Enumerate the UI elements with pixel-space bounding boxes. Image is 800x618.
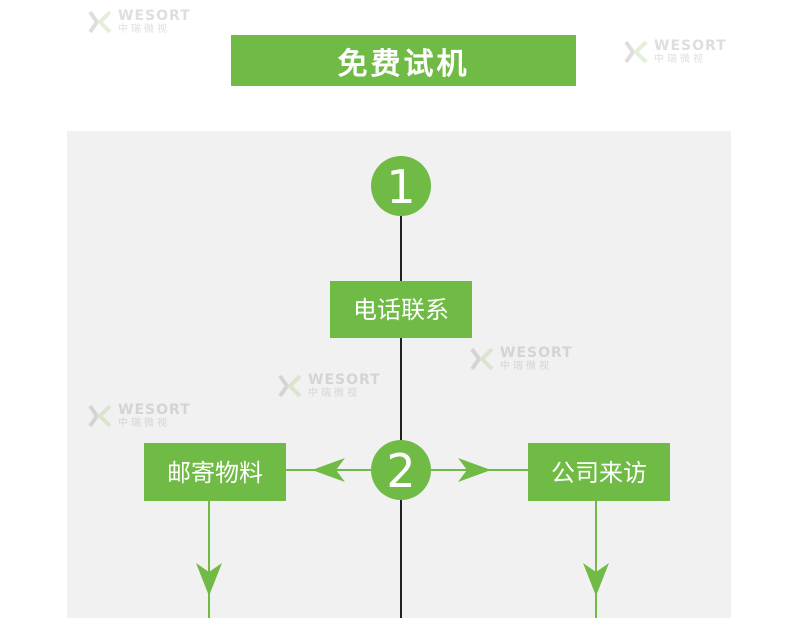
- page-title: 免费试机: [231, 35, 576, 86]
- step-1-circle: [371, 156, 431, 216]
- step-1-number: 1: [386, 160, 415, 214]
- wesort-logo-icon: [470, 347, 494, 371]
- watermark-logo: WESORT 中瑞微视: [622, 38, 727, 66]
- watermark-brand: WESORT: [308, 372, 381, 388]
- watermark-cn: 中瑞微视: [654, 54, 706, 65]
- watermark-cn: 中瑞微视: [308, 388, 360, 399]
- mail-down-arrow-icon: [196, 563, 222, 596]
- watermark-cn: 中瑞微视: [118, 24, 170, 35]
- wesort-logo-icon: [88, 404, 112, 428]
- watermark-logo: WESORT 中瑞微视: [276, 372, 381, 400]
- left-arrow-icon: [312, 458, 345, 482]
- node-visit-label: 公司来访: [551, 459, 647, 487]
- wesort-logo-icon: [88, 10, 112, 34]
- watermark-logo: WESORT 中瑞微视: [86, 8, 191, 36]
- node-mail-label: 邮寄物料: [167, 459, 263, 487]
- wesort-logo-icon: [278, 374, 302, 398]
- watermark-cn: 中瑞微视: [500, 361, 552, 372]
- watermark-brand: WESORT: [654, 38, 727, 54]
- step-2-circle: [371, 440, 431, 500]
- node-company-visit: [528, 443, 670, 501]
- right-arrow-icon: [458, 458, 491, 482]
- watermark-cn: 中瑞微视: [118, 418, 170, 429]
- visit-down-arrow-icon: [583, 563, 609, 596]
- watermark-brand: WESORT: [118, 402, 191, 418]
- watermark-brand: WESORT: [500, 345, 573, 361]
- step-2-number: 2: [386, 444, 415, 498]
- node-phone-label: 电话联系: [353, 296, 449, 324]
- node-phone-contact: [330, 281, 472, 338]
- watermark-logo: WESORT 中瑞微视: [468, 345, 573, 373]
- wesort-logo-icon: [624, 40, 648, 64]
- watermark-brand: WESORT: [118, 8, 191, 24]
- node-mail-materials: [144, 443, 286, 501]
- watermark-logo: WESORT 中瑞微视: [86, 402, 191, 430]
